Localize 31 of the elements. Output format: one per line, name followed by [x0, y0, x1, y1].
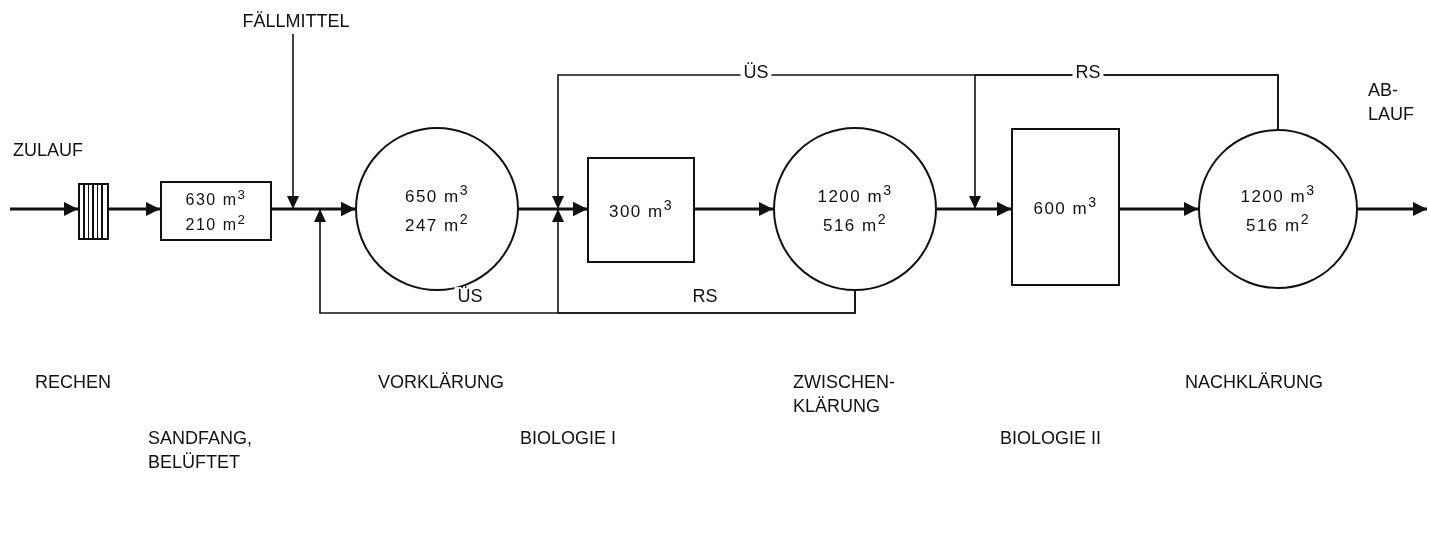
flow-arrow	[109, 202, 160, 216]
volume-value: 516 m$^{2}$	[1245, 210, 1311, 237]
stage-label: BIOLOGIE II	[1000, 427, 1102, 450]
volume-value: 210 m$^{2}$	[185, 211, 247, 236]
flow-label: ZULAUF	[13, 139, 83, 162]
bar-screen	[78, 183, 109, 240]
flow-arrow	[695, 202, 773, 216]
volume-value: 630 m$^{3}$	[185, 185, 247, 211]
volume-value: 1200 m$^{3}$	[817, 180, 893, 208]
flow-arrow	[1120, 202, 1198, 216]
return-flow-arrow	[969, 74, 1279, 216]
tank-box	[1011, 128, 1120, 286]
stage-label: BIOLOGIE I	[520, 427, 617, 450]
stage-label: ZWISCHEN- KLÄRUNG	[793, 371, 896, 419]
volume-value: 650 m$^{3}$	[404, 180, 470, 208]
flow-arrow	[10, 202, 78, 216]
volume-value: 300 m$^{3}$	[608, 196, 674, 224]
volume-value: 516 m$^{2}$	[822, 210, 888, 237]
stage-label: VORKLÄRUNG	[378, 371, 505, 394]
volume-value: 247 m$^{2}$	[404, 210, 470, 237]
stage-label: SANDFANG, BELÜFTET	[148, 427, 253, 475]
tank-box	[587, 157, 695, 263]
volume-value: 600 m$^{3}$	[1033, 193, 1098, 221]
stage-label: RECHEN	[35, 371, 111, 394]
stage-label: NACHKLÄRUNG	[1185, 371, 1324, 394]
flow-label: AB- LAUF	[1368, 79, 1415, 127]
volume-value: 1200 m$^{3}$	[1240, 180, 1316, 208]
tank-box	[160, 181, 272, 241]
return-flow-arrow	[552, 202, 856, 314]
flow-arrow	[1358, 202, 1427, 216]
inlet-label: FÄLLMITTEL	[242, 9, 350, 33]
